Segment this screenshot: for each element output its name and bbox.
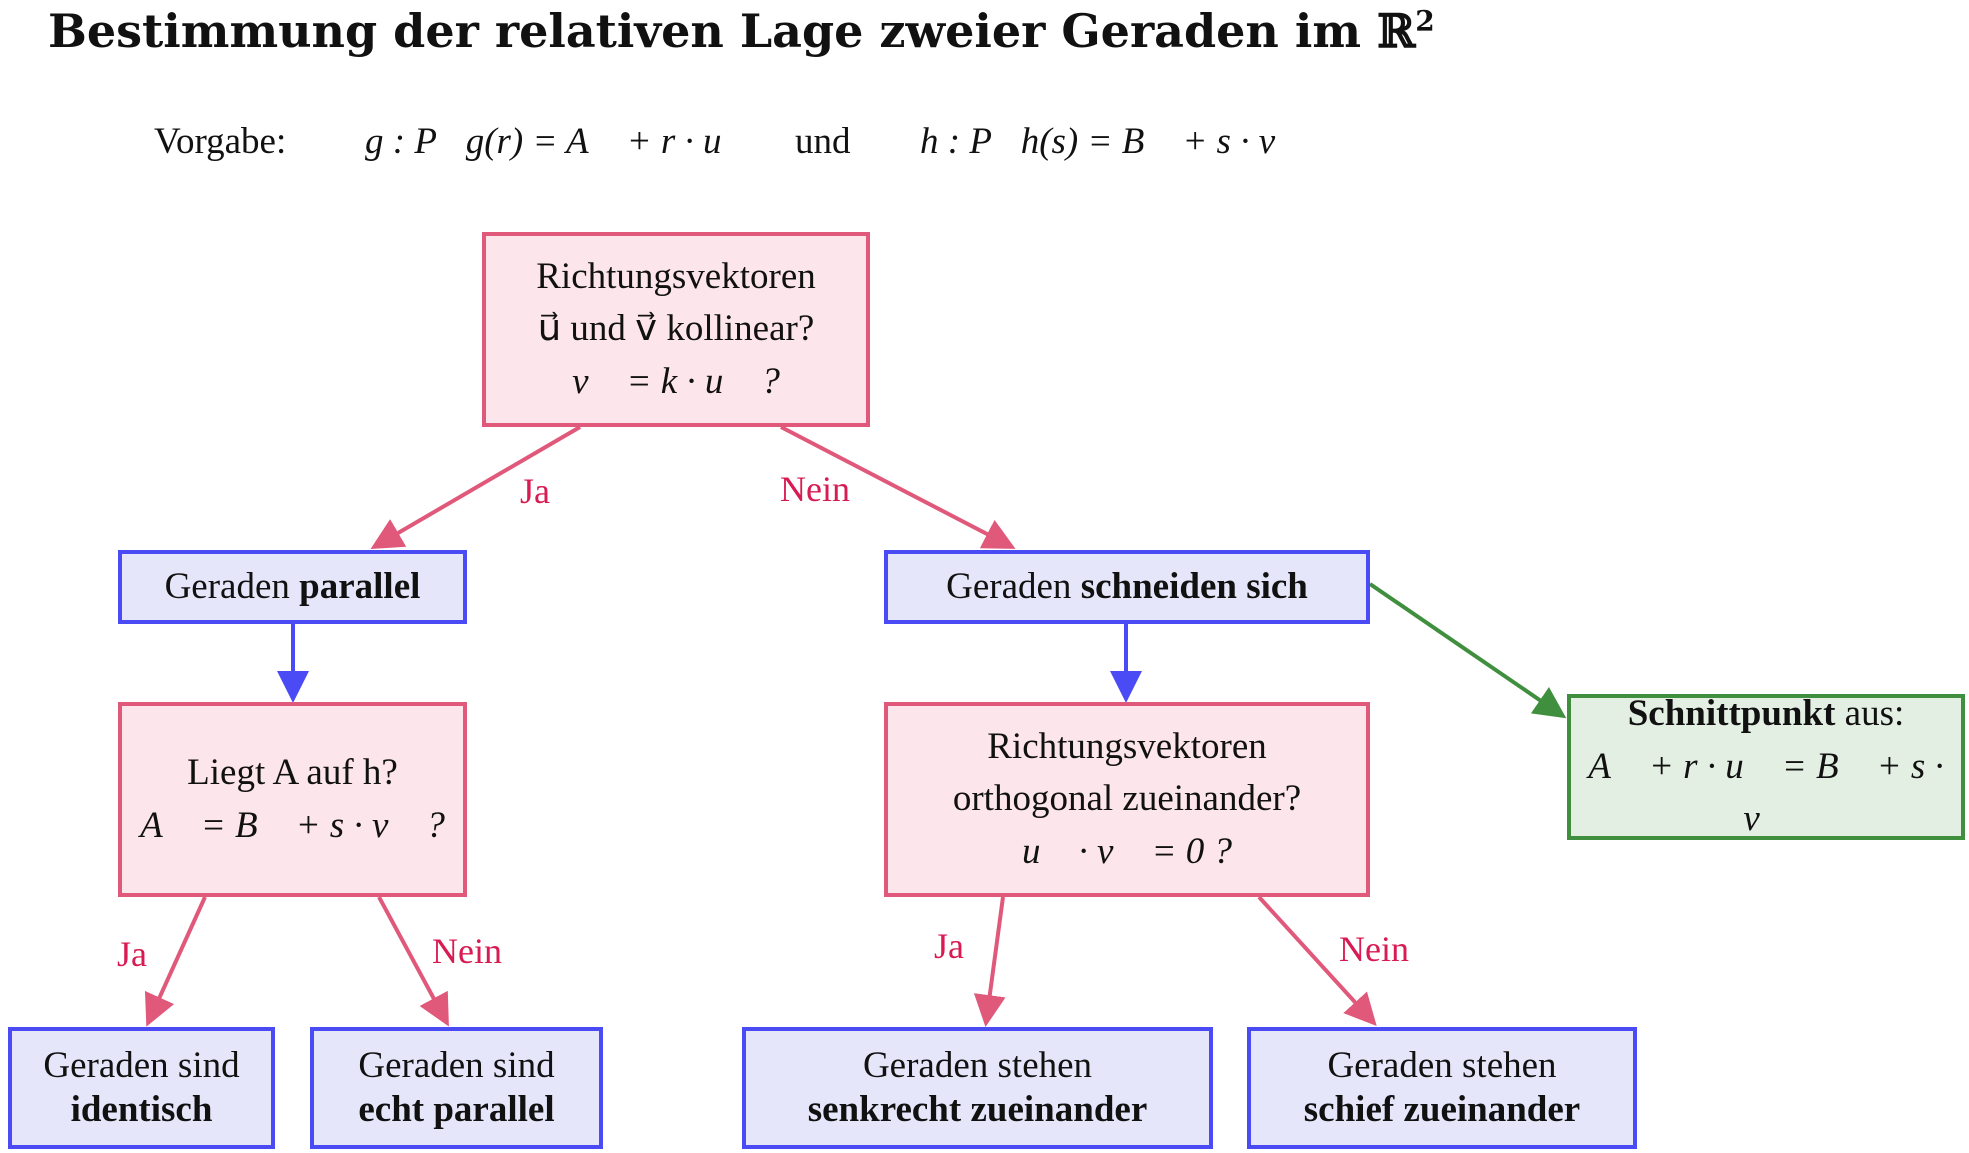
given-und: und: [795, 121, 851, 162]
arrow-ja-2: [144, 896, 207, 1027]
arrow-nein-1: [780, 425, 1016, 549]
schneiden-bold: schneiden sich: [1080, 565, 1308, 607]
schnitt-rest: aus:: [1835, 693, 1905, 735]
arrow-nein-2: [377, 896, 449, 1027]
q3-line3: u⃗ · v⃗ = 0 ?: [1022, 830, 1232, 872]
echt-line1: Geraden sind: [358, 1044, 555, 1086]
q1-line3: v⃗ = k · u⃗ ?: [572, 360, 780, 402]
result-senkrecht: Geraden stehen senkrecht zueinander: [742, 1027, 1213, 1149]
schnitt-line2: A⃗ + r · u⃗ = B⃗ + s · v⃗: [1588, 745, 1944, 840]
senkrecht-line2: senkrecht zueinander: [807, 1089, 1148, 1130]
schnitt-line1: Schnittpunkt aus:: [1628, 688, 1905, 741]
q3-line1: Richtungsvektoren: [987, 725, 1267, 767]
schnittpunkt-box: Schnittpunkt aus: A⃗ + r · u⃗ = B⃗ + s ·…: [1567, 693, 1965, 840]
q2-line1: Liegt A auf h?: [187, 751, 398, 793]
identisch-line1: Geraden sind: [43, 1044, 240, 1086]
page-title: Bestimmung der relativen Lage zweier Ger…: [48, 4, 1435, 58]
line-h: h : P⃗h(s) = B⃗ + s · v⃗: [920, 121, 1304, 162]
arrow-ja-3: [973, 896, 1006, 1027]
label-nein-2: Nein: [432, 931, 502, 971]
given-label: Vorgabe:: [154, 121, 287, 162]
schief-line1: Geraden stehen: [1327, 1044, 1557, 1086]
result-schief: Geraden stehen schief zueinander: [1247, 1027, 1637, 1149]
arrow-nein-3: [1257, 895, 1377, 1026]
echt-line2: echt parallel: [358, 1089, 555, 1130]
q2-line2: A⃗ = B⃗ + s · v⃗ ?: [140, 804, 445, 846]
q1-line1: Richtungsvektoren: [536, 255, 816, 297]
label-nein-1: Nein: [780, 469, 850, 509]
question-orthogonal: Richtungsvektoren orthogonal zueinander?…: [884, 702, 1370, 897]
q3-line2: orthogonal zueinander?: [952, 778, 1302, 820]
question-point-on-line: Liegt A auf h? A⃗ = B⃗ + s · v⃗ ?: [118, 702, 467, 897]
label-nein-3: Nein: [1339, 929, 1409, 969]
senkrecht-line1: Geraden stehen: [862, 1044, 1093, 1086]
parallel-bold: parallel: [299, 565, 421, 607]
schief-line2: schief zueinander: [1303, 1089, 1581, 1130]
parallel-text: Geraden parallel: [165, 561, 421, 614]
arrow-schnittpunkt: [1368, 582, 1567, 719]
label-ja-2: Ja: [117, 934, 147, 974]
title-text: Bestimmung der relativen Lage zweier Ger…: [48, 4, 1416, 58]
parallel-pre: Geraden: [164, 565, 300, 607]
title-superscript: 2: [1415, 4, 1435, 38]
identisch-line2: identisch: [70, 1089, 213, 1130]
q1-line2: u⃗ und v⃗ kollinear?: [537, 308, 815, 350]
label-ja-1: Ja: [520, 471, 550, 511]
result-identisch: Geraden sind identisch: [8, 1027, 275, 1149]
line-g: g : P⃗g(r) = A⃗ + r · u⃗: [365, 121, 751, 162]
result-parallel: Geraden parallel: [118, 550, 467, 624]
result-schneiden: Geraden schneiden sich: [884, 550, 1370, 624]
label-ja-3: Ja: [934, 926, 964, 966]
schneiden-pre: Geraden: [946, 565, 1081, 607]
arrow-ja-1: [370, 425, 582, 550]
question-collinear: Richtungsvektoren u⃗ und v⃗ kollinear? v…: [482, 232, 870, 427]
result-echt-parallel: Geraden sind echt parallel: [310, 1027, 603, 1149]
schneiden-text: Geraden schneiden sich: [946, 561, 1308, 614]
schnitt-bold: Schnittpunkt: [1627, 693, 1836, 735]
